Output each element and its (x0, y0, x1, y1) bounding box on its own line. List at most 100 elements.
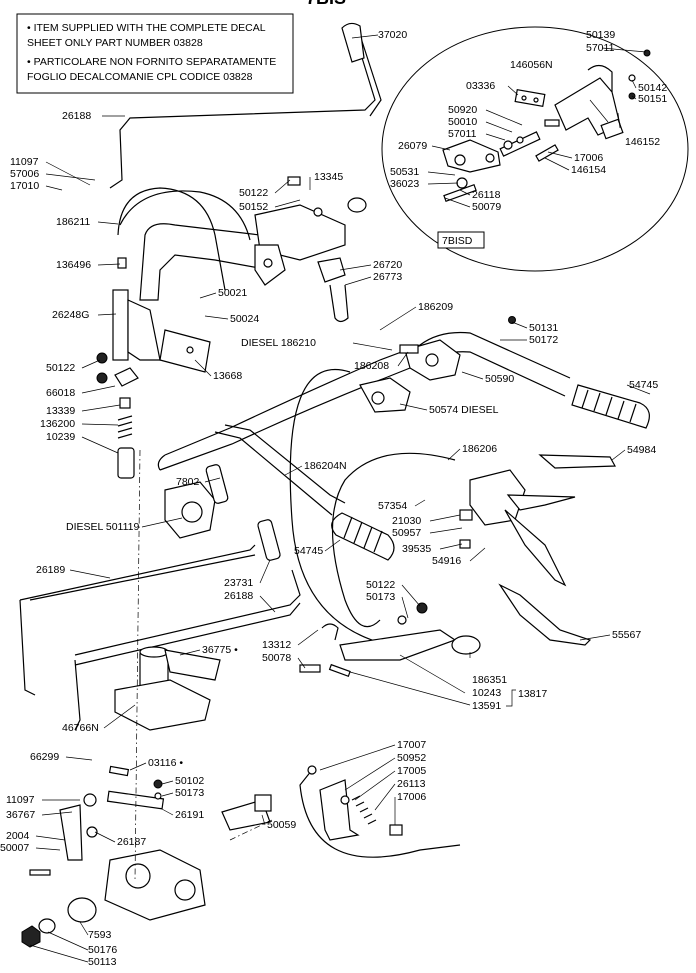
leader-lines (29, 34, 651, 963)
part-label: 50151 (638, 93, 667, 105)
part-label: 54916 (432, 555, 461, 567)
cables (19, 187, 461, 858)
part-label: 7802 (176, 476, 200, 488)
part-label: 7593 (88, 929, 112, 941)
part-label: 26187 (117, 836, 146, 848)
part-label: 21030 (392, 515, 421, 527)
part-label: 50176 (88, 944, 117, 956)
part-label: 50079 (472, 201, 501, 213)
lever-assemblies (164, 316, 617, 646)
part-label: 54745 (629, 379, 658, 391)
part-label: 146152 (625, 136, 660, 148)
part-label: 186351 (472, 674, 507, 686)
part-label: 50131 (529, 322, 558, 334)
part-label: 37020 (378, 29, 407, 41)
left-column-parts (96, 257, 211, 479)
part-label: 17007 (397, 739, 426, 751)
part-label: 66018 (46, 387, 75, 399)
part-label: 50122 (366, 579, 395, 591)
part-label: 55567 (612, 629, 641, 641)
inset-tag: 7BISD (442, 235, 473, 247)
part-label: 186208 (354, 360, 389, 372)
part-label: 50102 (175, 775, 204, 787)
part-label: 57354 (378, 500, 407, 512)
part-label: 10243 (472, 687, 501, 699)
page-title: 7BIS (306, 0, 346, 8)
part-label: 11097 (10, 156, 39, 168)
part-label: 50078 (262, 652, 291, 664)
part-label: 26189 (36, 564, 65, 576)
part-label: 36775 • (202, 644, 238, 656)
part-label: 50173 (175, 787, 204, 799)
part-label: 2004 (6, 830, 30, 842)
cable-bracket (307, 765, 403, 841)
part-label: 186204N (304, 460, 347, 472)
part-label: 13339 (46, 405, 75, 417)
part-label: 26079 (398, 140, 427, 152)
part-label: 186206 (462, 443, 497, 455)
part-label: 26188 (224, 590, 253, 602)
part-label: DIESEL 501119 (66, 521, 140, 533)
part-label: 186209 (418, 301, 453, 313)
part-label: 13345 (314, 171, 343, 183)
part-label: 13591 (472, 700, 501, 712)
part-label: 50113 (88, 956, 117, 968)
part-label: 26773 (373, 271, 402, 283)
part-label: 50122 (46, 362, 75, 374)
part-label: 26118 (472, 189, 501, 201)
part-label: 26188 (62, 110, 91, 122)
part-label: 50574 DIESEL (429, 404, 499, 416)
note-line: FOGLIO DECALCOMANIE CPL CODICE 03828 (27, 71, 253, 83)
part-label: 50172 (529, 334, 558, 346)
part-labels: 37020 26188 11097 57006 17010 186211 136… (0, 29, 667, 968)
throttle-lever (299, 602, 481, 678)
top-lever-assembly (109, 22, 382, 323)
part-label: 50059 (267, 819, 296, 831)
part-label: 50952 (397, 752, 426, 764)
part-label: 17010 (10, 180, 39, 192)
part-label: 50590 (485, 373, 514, 385)
part-label: 17006 (574, 152, 603, 164)
part-label: 50173 (366, 591, 395, 603)
inset-detail: 7BISD (381, 26, 689, 272)
part-label: 11097 (6, 794, 35, 806)
part-label: 50139 (586, 29, 615, 41)
part-label: 23731 (224, 577, 253, 589)
part-label: 26113 (397, 778, 426, 790)
part-label: 50024 (230, 313, 259, 325)
part-label: 50021 (218, 287, 247, 299)
part-label: 50957 (392, 527, 421, 539)
part-label: 36023 (390, 178, 419, 190)
part-label: 50152 (239, 201, 268, 213)
part-label: 10239 (46, 431, 75, 443)
part-label: 03116 • (148, 757, 183, 769)
note-line: • ITEM SUPPLIED WITH THE COMPLETE DECAL (27, 22, 266, 34)
part-label: 186211 (56, 216, 90, 228)
part-label: 50142 (638, 82, 667, 94)
note-line: • PARTICOLARE NON FORNITO SEPARATAMENTE (27, 56, 276, 68)
part-label: 50531 (390, 166, 419, 178)
decal-note-box: • ITEM SUPPLIED WITH THE COMPLETE DECAL … (16, 13, 294, 94)
part-label: 66299 (30, 751, 59, 763)
part-label: 13312 (262, 639, 291, 651)
part-label: 146154 (571, 164, 606, 176)
part-label: 46766N (62, 722, 99, 734)
part-label: 136200 (40, 418, 75, 430)
part-label: 136496 (56, 259, 91, 271)
part-label: 57011 (586, 42, 615, 54)
part-label: 50122 (239, 187, 268, 199)
part-label: 36767 (6, 809, 35, 821)
part-label: 17005 (397, 765, 426, 777)
part-label: 26248G (52, 309, 89, 321)
part-label: 57011 (448, 128, 477, 140)
part-label: 50007 (0, 842, 29, 854)
part-label: 50920 (448, 104, 477, 116)
centre-line (229, 819, 273, 841)
handlebar-assembly (157, 331, 650, 561)
part-label: 39535 (402, 543, 431, 555)
part-label: 54745 (294, 545, 323, 557)
part-label: 146056N (510, 59, 553, 71)
part-label: 13668 (213, 370, 242, 382)
